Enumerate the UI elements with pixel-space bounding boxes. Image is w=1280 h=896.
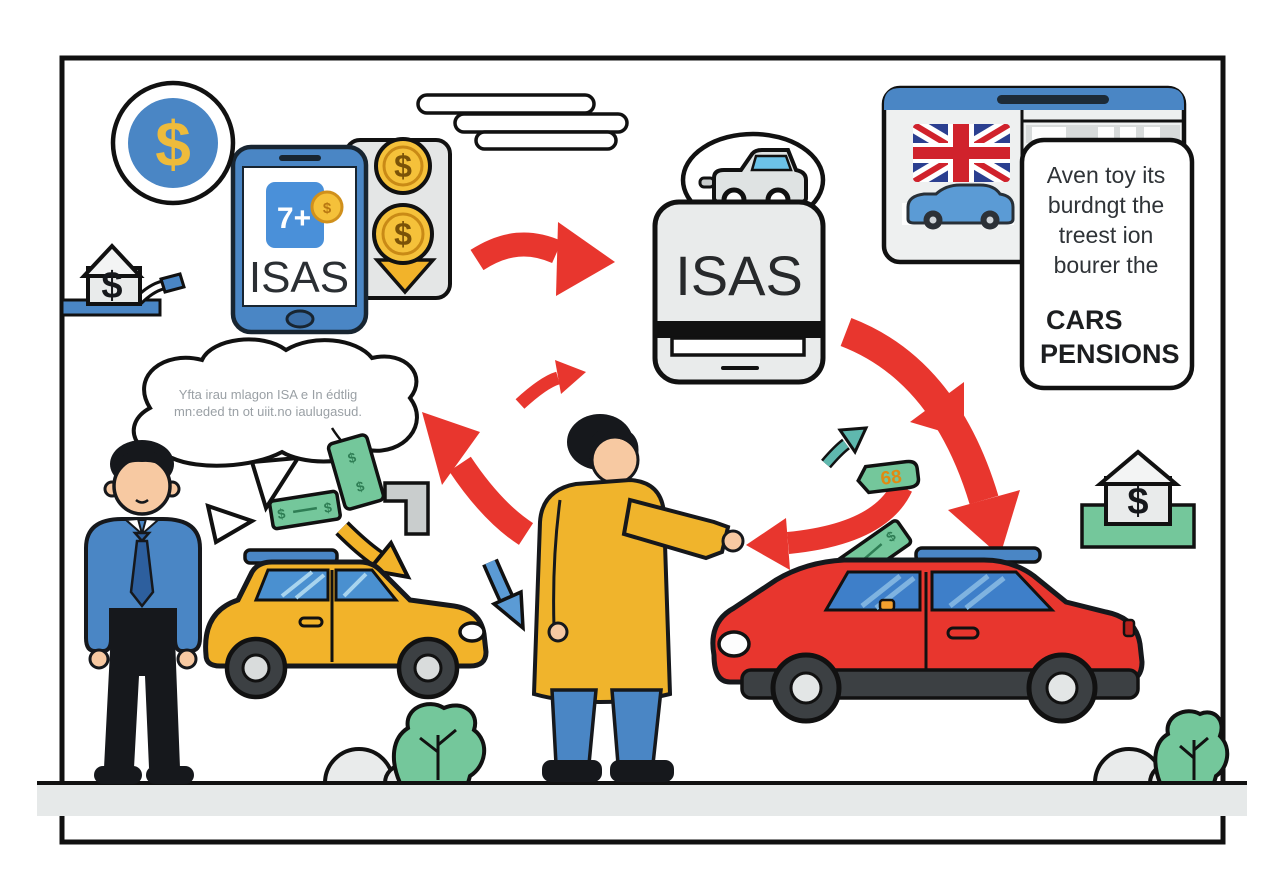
red-arrow-small [515,360,586,409]
pants-leg [610,688,663,766]
coin-icon [310,190,344,224]
smile [135,498,149,504]
bubble-line: mn:eded tn ot uiit.no iaulugasud. [174,404,362,419]
house-roof [1094,449,1182,486]
person-yellow-coat [531,414,745,782]
home-button [285,309,315,329]
url-slot [997,95,1109,104]
shoe [610,760,674,782]
blue-car-icon [906,183,1015,230]
teal-arrow [821,426,869,469]
yellow-taxi [203,548,489,700]
headlight [458,621,486,643]
taxi-front-window [334,568,400,602]
branches [419,728,457,780]
isas-card: ISAS [652,131,826,385]
pants [104,612,180,768]
shoe [542,760,602,782]
hand [721,529,745,553]
tag-label: 68 [879,466,903,489]
collar [123,517,144,537]
speech-bubble: Yfta irau mlagon ISA e In édtlig mn:eded… [131,337,419,546]
phone-label: ISAS [249,253,349,302]
speed-lines [416,93,629,151]
house-dollar-icon: $ [1127,481,1148,523]
note-dollar: $ [276,505,286,522]
tie-knot [132,531,152,543]
man-blue-suit [84,440,202,784]
speaker [279,155,321,161]
red-arrow-to-hand [746,481,912,570]
house-dollar-icon: $ [101,265,122,307]
house-roof [79,243,145,278]
info-panel: Aven toy its burdngt the treest ion bour… [1019,137,1195,391]
isa-app-icon [266,182,324,248]
price-tag: 68 [856,459,921,495]
panel-line: Aven toy its [1047,162,1165,188]
bubble-cloud [131,337,419,468]
headlight [717,630,751,658]
pointer-icon [205,502,257,546]
app-badge: 7+ [277,202,311,235]
card-slot [670,336,806,357]
uk-flag-icon [913,124,1010,182]
coins-panel: $ $ [344,137,452,300]
shoe [94,766,142,784]
red-car [710,546,1145,724]
door-handle [946,626,980,640]
branches [1179,736,1209,780]
dollar-badge: $ [110,80,236,206]
bush-right [1092,709,1230,785]
hair-front [113,450,171,482]
card-band [655,321,823,338]
indicator [878,598,896,612]
coin-dollar: $ [394,216,412,252]
badge-dollar-icon: $ [155,108,191,180]
bush-left [322,702,486,785]
coin-dollar: $ [394,148,412,184]
red-arrow-down [840,317,1020,556]
hand [547,621,569,643]
pants-leg [550,688,598,766]
coat-seam [552,499,562,629]
browser-window [881,85,1187,265]
ground [37,781,1247,816]
shoe [146,766,194,784]
note-dollar: $ [323,499,333,516]
bubble-tail [249,455,302,513]
hand [88,648,110,670]
door-handle [298,616,324,628]
hair-front [589,426,639,462]
house-left: $ [60,243,186,317]
hand [176,648,198,670]
taxi-rear-window [253,568,330,602]
panel-cars-label: CARS [1046,305,1123,335]
blue-arrow [482,558,525,632]
bubble-line: Yfta irau mlagon ISA e In édtlig [179,387,358,402]
panel-line: bourer the [1054,252,1159,278]
taillight [1122,618,1136,638]
front-window [930,570,1056,612]
nozzle [159,272,186,294]
card-label: ISAS [675,244,803,307]
house-right: $ [1080,449,1196,549]
money-note-horizontal: $ $ [268,489,342,531]
panel-line: treest ion [1059,222,1154,248]
panel-line: burdngt the [1048,192,1164,218]
panel-pensions-label: PENSIONS [1040,339,1180,369]
t-shape-icon [383,481,430,536]
van-icon [698,148,808,213]
red-arrow-to-bubble [422,412,534,545]
red-arrow-right [470,222,615,296]
tree [1153,709,1230,785]
collar [140,517,161,537]
tie [129,539,155,609]
phone-illustration: 7+ $ ISAS [230,144,369,335]
coin-dollar: $ [323,200,332,217]
yellow-arrow [335,521,412,580]
money-note-vertical: $ $ [326,427,386,511]
